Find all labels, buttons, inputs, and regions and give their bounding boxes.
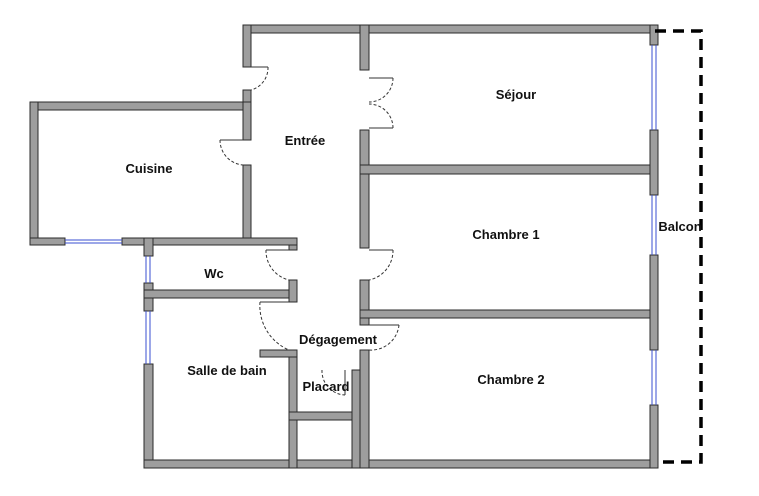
walls	[29, 24, 659, 469]
label-chambre-2: Chambre 2	[477, 372, 544, 387]
label-degagement: Dégagement	[299, 332, 378, 347]
balcony-outline	[655, 29, 703, 464]
label-chambre-1: Chambre 1	[472, 227, 539, 242]
label-wc: Wc	[204, 266, 224, 281]
doors	[219, 66, 400, 396]
label-sejour: Séjour	[496, 87, 536, 102]
windows	[65, 45, 657, 405]
label-placard: Placard	[303, 379, 350, 394]
label-entree: Entrée	[285, 133, 325, 148]
label-cuisine: Cuisine	[126, 161, 173, 176]
label-salle-de-bain: Salle de bain	[187, 363, 267, 378]
label-balcon: Balcon	[658, 219, 701, 234]
